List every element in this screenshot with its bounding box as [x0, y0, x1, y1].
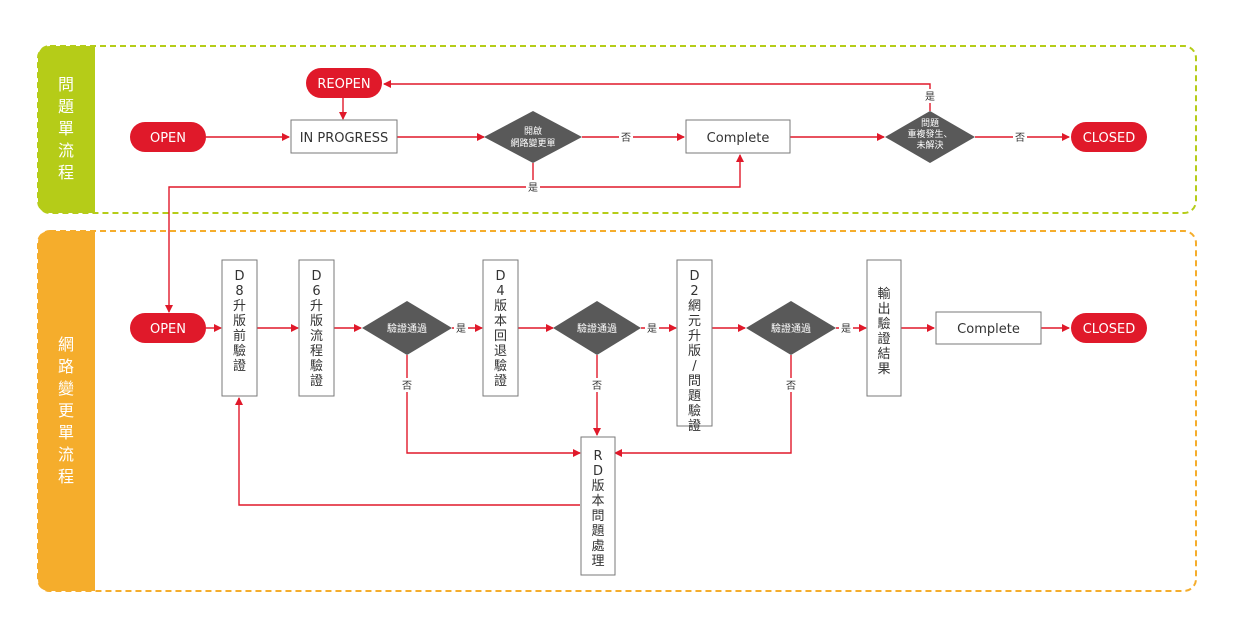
edge-decision-yes-change-open	[165, 186, 533, 313]
verify-3-node	[746, 301, 836, 355]
output-node	[866, 259, 902, 397]
issue-closed-node	[1071, 122, 1147, 152]
decision-open-change-node	[484, 111, 582, 163]
change-closed-node	[1071, 313, 1147, 343]
verify-2-node	[553, 301, 641, 355]
verify-1-node	[362, 301, 452, 355]
d8-node	[221, 259, 258, 397]
decision-recur-node	[885, 111, 975, 163]
in-progress-node	[290, 119, 398, 154]
issue-complete-label: Complete	[707, 131, 770, 146]
change-complete-label: Complete	[957, 322, 1020, 337]
issue-lane: 問題單流程	[37, 45, 1197, 214]
issue-nodes: OPEN REOPEN IN PROGRESS 開啟網路變更單 Complete…	[130, 68, 1147, 194]
d2-node	[676, 259, 713, 427]
issue-closed-label: CLOSED	[1083, 131, 1136, 146]
issue-lane-label: 問題單流程	[58, 75, 74, 182]
edge-label-yes-1: 是	[528, 182, 538, 194]
in-progress-label: IN PROGRESS	[300, 131, 389, 146]
edge-label-no-c1: 否	[402, 380, 412, 392]
change-open-label: OPEN	[150, 322, 186, 337]
edge-label-yes-c2: 是	[647, 323, 657, 335]
edge-label-yes-c3: 是	[841, 323, 851, 335]
verify-2-label: 驗證通過	[577, 322, 617, 335]
edge-label-yes-c1: 是	[456, 323, 466, 335]
rd-node	[580, 436, 616, 576]
change-closed-label: CLOSED	[1083, 322, 1136, 337]
change-complete-node	[935, 311, 1042, 345]
verify-3-label: 驗證通過	[771, 322, 811, 335]
reopen-node	[306, 68, 382, 98]
d4-node	[482, 259, 519, 397]
issue-open-node	[130, 122, 206, 152]
edge-label-yes-2: 是	[925, 91, 935, 103]
d6-node	[298, 259, 335, 397]
reopen-label: REOPEN	[317, 77, 370, 92]
edge-label-no-c3: 否	[786, 380, 796, 392]
edge-label-no-c2: 否	[592, 380, 602, 392]
change-lane: 網路變更單流程	[37, 230, 1197, 592]
output-label: 輸出驗證結果	[877, 287, 890, 377]
issue-lane-header	[38, 46, 95, 213]
edge-label-no-1: 否	[621, 132, 631, 144]
edge-decision2-reopen	[383, 80, 931, 111]
decision-open-change-label: 開啟網路變更單	[510, 125, 555, 149]
verify-1-label: 驗證通過	[387, 322, 427, 335]
change-edges	[206, 324, 1070, 506]
change-lane-label: 網路變更單流程	[58, 335, 74, 486]
edge-label-no-2: 否	[1015, 132, 1025, 144]
edge-decision-yes-complete	[532, 154, 744, 188]
issue-complete-node	[685, 119, 791, 154]
change-open-node	[130, 313, 206, 343]
decision-recur-label: 問題重複發生、未解決	[907, 118, 952, 151]
issue-open-label: OPEN	[150, 131, 186, 146]
change-lane-header	[38, 231, 95, 591]
